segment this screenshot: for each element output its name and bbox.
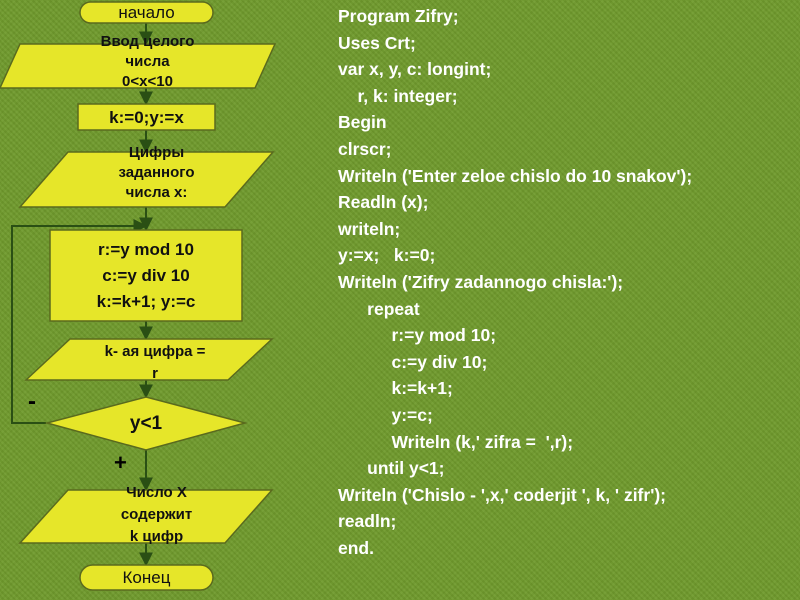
init-label: k:=0;y:=x [109, 107, 184, 127]
input-parallelogram-shape [0, 43, 277, 89]
loop-body-label-line: c:=y div 10 [102, 266, 190, 285]
code-line: Program Zifry; [338, 6, 459, 26]
init-process-shape [77, 103, 216, 131]
code-line: Writeln ('Zifry zadannogo chisla:'); [338, 271, 624, 292]
digit-output-label: k- ая цифра = r [40, 341, 270, 385]
digit-output-label-line: r [152, 365, 158, 382]
code-line: Writeln ('Chislo - ',x,' coderjit ', k, … [338, 484, 667, 505]
code-line: c:=y div 10; [338, 351, 488, 372]
result-output-label-line: содержит [120, 506, 193, 523]
loop-back-arrow [11, 219, 148, 424]
digits-output-label-line: заданного [118, 164, 195, 181]
code-line: writeln; [338, 218, 401, 239]
code-line: Uses Crt; [338, 32, 416, 53]
flowchart-diagram [0, 1, 277, 591]
digits-output-label-line: Цифры [128, 144, 185, 161]
end-terminator-shape [79, 564, 214, 591]
code-line: Writeln ('Enter zeloe chislo do 10 snako… [338, 165, 693, 186]
condition-label: y<1 [129, 413, 163, 434]
code-line: y:=x; k:=0; [338, 245, 436, 266]
branch-no-sign: - [28, 388, 36, 415]
code-line: repeat [338, 298, 420, 319]
code-line: Readln (x); [338, 192, 429, 213]
code-line: readln; [338, 511, 397, 532]
code-line: r:=y mod 10; [338, 325, 497, 346]
result-output-label: Число X содержит k цифр [40, 482, 273, 548]
code-line: clrscr; [338, 138, 392, 159]
input-label: Ввод целого числа 0<x<10 [20, 32, 275, 92]
result-output-label-line: Число X [126, 484, 187, 501]
digit-output-parallelogram-shape [24, 338, 274, 381]
start-terminator-shape [79, 1, 214, 24]
start-label: начало [118, 3, 175, 22]
condition-decision-shape [44, 396, 248, 451]
digit-output-label-line: k- ая цифра = [104, 343, 206, 360]
loop-body-process-shape [49, 229, 243, 322]
loop-body-label: r:=y mod 10 c:=y div 10 k:=k+1; y:=c [50, 237, 242, 315]
code-line: r, k: integer; [338, 85, 458, 106]
loop-body-label-line: r:=y mod 10 [98, 240, 194, 259]
input-label-line: 0<x<10 [122, 73, 173, 90]
code-line: k:=k+1; [338, 378, 453, 399]
loop-body-label-line: k:=k+1; y:=c [96, 292, 196, 311]
result-output-parallelogram-shape [18, 489, 274, 544]
pascal-code-listing: Program Zifry; Uses Crt; var x, y, c: long… [338, 3, 692, 561]
digits-output-label: Цифры заданного числа x: [40, 143, 273, 203]
code-line: end. [338, 537, 374, 558]
input-label-line: числа [125, 53, 170, 70]
digits-output-label-line: числа x: [125, 184, 188, 201]
code-line: var x, y, c: longint; [338, 59, 492, 80]
digits-output-parallelogram-shape [18, 151, 275, 208]
code-line: Begin [338, 112, 387, 133]
code-line: Writeln (k,' zifra = ',r); [338, 431, 574, 452]
result-output-label-line: k цифр [129, 528, 184, 545]
code-line: until y<1; [338, 458, 445, 479]
input-label-line: Ввод целого [100, 33, 195, 50]
end-label: Конец [122, 568, 171, 587]
branch-yes-sign: + [114, 450, 127, 475]
code-line: y:=c; [338, 404, 433, 425]
